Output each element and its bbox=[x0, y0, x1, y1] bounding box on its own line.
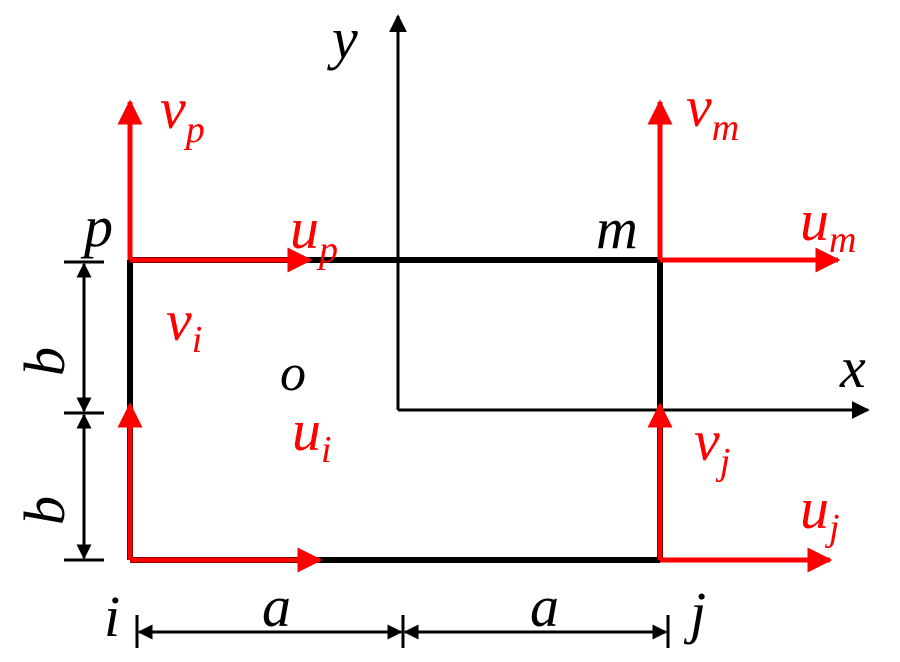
label-vp: vp bbox=[160, 76, 205, 151]
dim-label-b-bottom: b bbox=[12, 496, 77, 525]
label-ui: ui bbox=[292, 398, 332, 471]
node-label-m: m bbox=[596, 196, 638, 261]
label-up: up bbox=[290, 196, 338, 271]
label-vi: vi bbox=[166, 288, 202, 361]
displacement-arrows bbox=[117, 99, 841, 573]
dim-label-a-right: a bbox=[530, 574, 559, 639]
coordinate-axes bbox=[389, 14, 870, 419]
label-vj: vj bbox=[694, 408, 730, 483]
dimension-lines bbox=[64, 260, 670, 648]
label-vm: vm bbox=[686, 74, 739, 149]
dim-label-b-top: b bbox=[12, 347, 77, 376]
displacement-labels: vp up vm um vi ui vj uj bbox=[160, 74, 856, 549]
node-label-i: i bbox=[104, 584, 120, 649]
y-axis-label: y bbox=[327, 6, 358, 71]
label-um: um bbox=[800, 188, 856, 261]
label-uj: uj bbox=[800, 476, 840, 549]
node-label-p: p bbox=[80, 194, 113, 259]
origin-label: o bbox=[280, 345, 306, 402]
black-labels: y x o p m i j a a b b bbox=[12, 6, 866, 649]
node-label-j: j bbox=[683, 580, 706, 645]
dim-label-a-left: a bbox=[262, 574, 291, 639]
x-axis-label: x bbox=[839, 335, 866, 400]
